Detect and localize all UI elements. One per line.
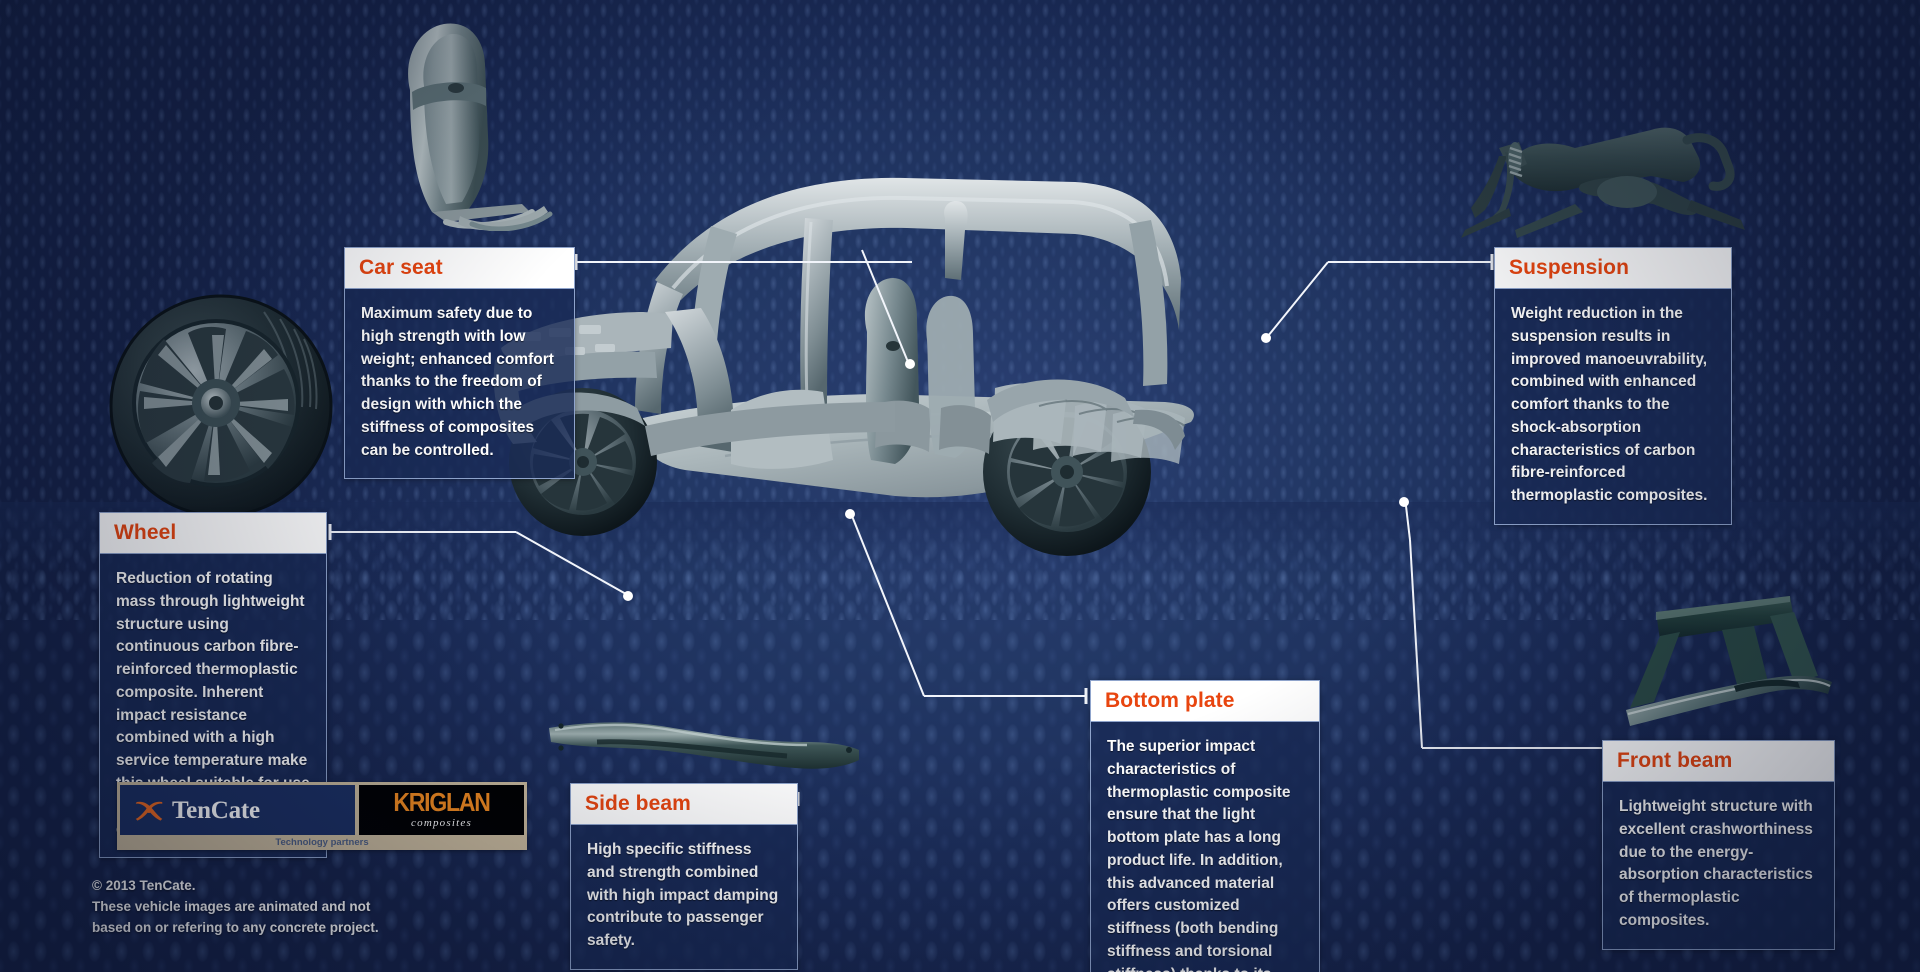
suspension-render — [1461, 127, 1745, 238]
car-seat-render — [408, 23, 553, 231]
technology-partners-label: Technology partners — [275, 837, 369, 848]
callout-title-car-seat: Car seat — [345, 248, 574, 288]
callout-body-suspension: Weight reduction in the suspension resul… — [1495, 288, 1731, 525]
tencate-ribbon-icon — [135, 801, 163, 821]
kriglan-wordmark: KRIGLAN — [393, 787, 491, 817]
callout-title-front-beam: Front beam — [1603, 741, 1834, 781]
kriglan-logo[interactable]: KRIGLAN composites — [359, 785, 524, 835]
callout-title-suspension: Suspension — [1495, 248, 1731, 288]
callout-body-front-beam: Lightweight structure with excellent cra… — [1603, 781, 1834, 949]
tencate-wordmark: TenCate — [172, 796, 260, 824]
callout-suspension[interactable]: Suspension Weight reduction in the suspe… — [1494, 247, 1732, 526]
vehicle-chassis-render — [493, 177, 1194, 556]
copyright-line-1: © 2013 TenCate. — [92, 878, 196, 893]
copyright-notice: © 2013 TenCate. These vehicle images are… — [92, 876, 379, 939]
kriglan-tagline: composites — [411, 817, 472, 829]
tencate-logo[interactable]: TenCate — [120, 785, 355, 835]
wheel-render — [109, 294, 333, 518]
callout-body-car-seat: Maximum safety due to high strength with… — [345, 288, 574, 479]
callout-body-bottom-plate: The superior impact characteristics of t… — [1091, 721, 1319, 972]
callout-front-beam[interactable]: Front beam Lightweight structure with ex… — [1602, 740, 1835, 950]
callout-title-wheel: Wheel — [100, 513, 326, 553]
callout-car-seat[interactable]: Car seat Maximum safety due to high stre… — [344, 247, 575, 480]
copyright-line-2: These vehicle images are animated and no… — [92, 898, 371, 914]
side-beam-render — [549, 722, 859, 769]
copyright-line-3: based on or refering to any concrete pro… — [92, 919, 379, 935]
technology-partners-logo-strip: TenCate KRIGLAN composites Technology pa… — [117, 782, 527, 850]
logo-row: TenCate KRIGLAN composites — [120, 785, 524, 835]
callout-side-beam[interactable]: Side beam High specific stiffness and st… — [570, 783, 798, 970]
front-beam-render — [1626, 596, 1832, 726]
callout-bottom-plate[interactable]: Bottom plate The superior impact charact… — [1090, 680, 1320, 972]
callout-title-side-beam: Side beam — [571, 784, 797, 824]
callout-body-side-beam: High specific stiffness and strength com… — [571, 824, 797, 969]
callout-title-bottom-plate: Bottom plate — [1091, 681, 1319, 721]
